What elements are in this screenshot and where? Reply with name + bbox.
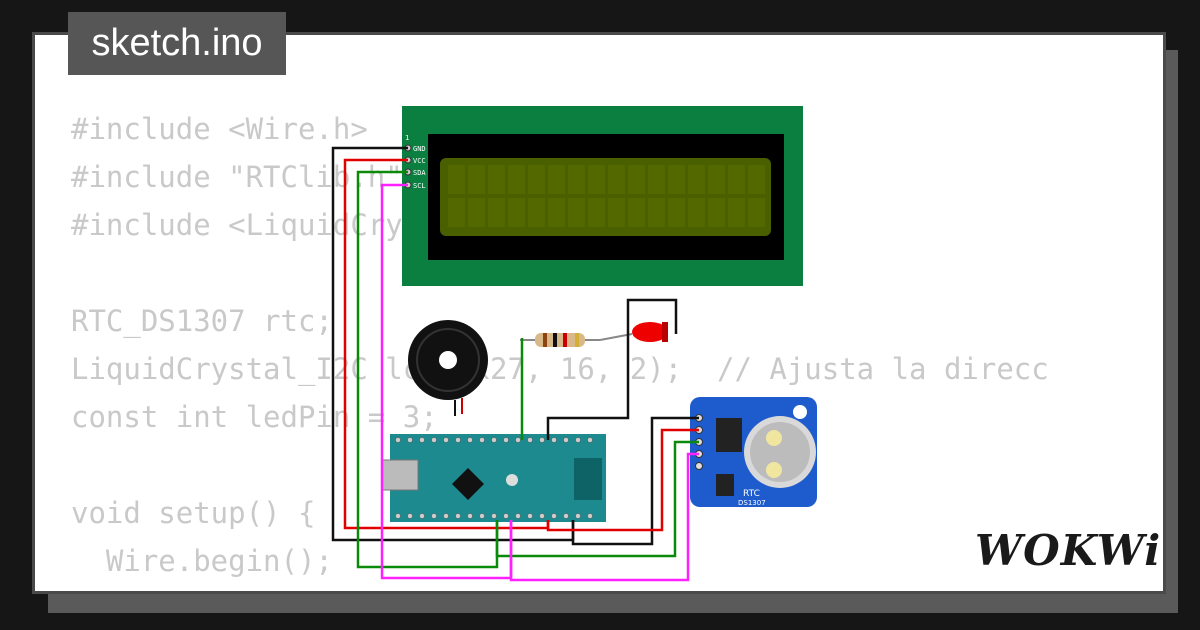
lcd-display[interactable]: 1 GND VCC SDA SCL — [402, 106, 803, 286]
code-line: LiquidCrystal_I2C lcd(0x27, 16, 2); // A… — [71, 352, 1049, 386]
rtc-label: RTC — [743, 489, 760, 499]
rtc-module[interactable]: RTC DS1307 — [690, 397, 817, 507]
lcd-pin-gnd: GND — [413, 145, 426, 153]
buzzer[interactable] — [408, 320, 488, 416]
file-tab[interactable]: sketch.ino — [68, 12, 286, 75]
lcd-pin-1-label: 1 — [405, 134, 409, 142]
red-led[interactable] — [599, 322, 668, 342]
lcd-pin-vcc: VCC — [413, 157, 426, 165]
code-line: #include "RTClib.h" — [71, 160, 403, 194]
code-line: #include <Wire.h> — [71, 112, 368, 146]
arduino-nano[interactable] — [381, 434, 606, 522]
rtc-model: DS1307 — [738, 499, 766, 507]
wokwi-logo: WOKWi — [975, 526, 1162, 575]
code-line: void setup() { — [71, 496, 316, 530]
resistor[interactable] — [520, 333, 600, 347]
code-line: Wire.begin(); — [71, 544, 333, 578]
code-line: RTC_DS1307 rtc; — [71, 304, 333, 338]
lcd-pin-scl: SCL — [413, 182, 426, 190]
wires — [331, 146, 699, 582]
lcd-pin-sda: SDA — [413, 169, 426, 177]
